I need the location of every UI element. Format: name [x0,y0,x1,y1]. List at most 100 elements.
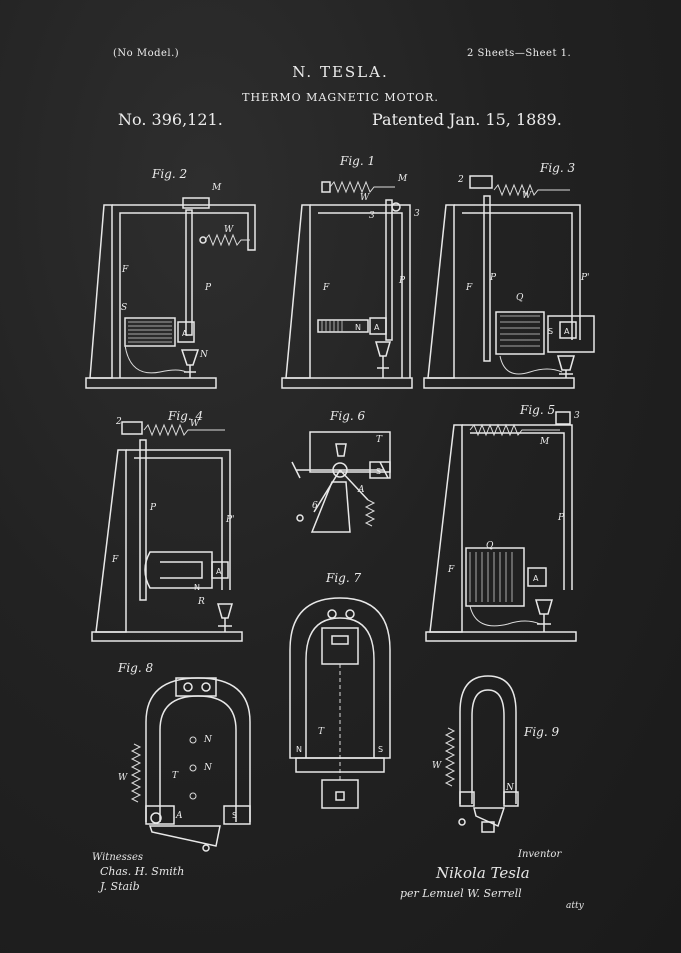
attorney-suffix: atty [566,901,585,911]
fig-1-label: Fig. 1 [339,154,375,168]
fig4-burner [217,603,233,619]
fig2-base [85,377,217,389]
fig1-base [281,377,413,389]
fig-3-label: Fig. 3 [539,161,575,175]
fig-6-label: Fig. 6 [329,409,365,423]
svg-text:3: 3 [574,411,580,421]
svg-text:N: N [203,735,213,745]
svg-text:A: A [182,329,188,338]
fig9-magnet [459,675,517,804]
svg-text:3: 3 [369,211,375,221]
fig3-frame [454,204,581,340]
fig7-burner-mount [321,779,359,809]
svg-text:P': P' [580,273,590,283]
svg-text:S: S [548,327,553,336]
fig9-spring [444,727,456,787]
svg-text:M: M [539,437,550,447]
svg-text:P: P [489,273,497,283]
svg-text:S: S [232,811,237,820]
fig3-base [423,377,575,389]
svg-text:Q: Q [486,541,494,551]
svg-text:P: P [557,513,565,523]
fig3-support [427,204,455,379]
fig5-support [429,424,463,633]
svg-text:N: N [505,783,515,793]
svg-text:M: M [211,183,222,193]
figure-2: Fig. 2 A F P M W N [85,167,256,389]
figure-7: Fig. 7 T N S [289,571,391,809]
figure-3: Fig. 3 A S F P P' Q W 2 [423,161,595,389]
fig5-burner [535,599,553,615]
svg-text:N: N [355,323,361,332]
fig5-spring [469,423,560,437]
fig8-armature [148,825,221,847]
fig4-support [95,449,127,633]
fig1-coil [317,319,369,333]
patent-number: No. 396,121. [118,110,223,129]
fig7-top-block [321,627,359,665]
svg-text:R: R [197,597,205,607]
fig2-support [89,204,113,379]
fig8-spring [130,743,142,803]
fig4-spring [143,423,225,437]
svg-text:A: A [564,327,570,336]
svg-text:T: T [376,435,383,445]
fig8-magnet [145,677,251,822]
svg-text:Q: Q [516,293,524,303]
witnesses-label: Witnesses [92,852,143,863]
svg-text:F: F [121,265,129,275]
figure-5: Fig. 5 A F P Q M 3 [425,403,580,642]
svg-text:F: F [465,283,473,293]
witness-1-signature: Chas. H. Smith [100,865,184,878]
fig1-support [285,204,311,379]
fig2-coil [124,317,176,347]
figure-8: Fig. 8 S T W A N N [117,661,251,852]
svg-text:A: A [533,574,539,583]
fig-2-label: Fig. 2 [151,167,187,181]
svg-text:A: A [374,323,380,332]
attorney-signature: per Lemuel W. Serrell [400,887,522,900]
fig-5-label: Fig. 5 [519,403,555,417]
inventor-signature: Nikola Tesla [435,864,530,882]
svg-text:W: W [522,191,532,201]
fig2-frame [112,204,256,378]
fig2-burner [180,349,200,366]
fig7-base [295,757,385,773]
witness-2-signature: J. Staib [98,880,140,893]
fig6-arms [313,469,369,513]
svg-text:S: S [121,303,127,313]
svg-text:F: F [447,565,455,575]
fig4-frame [126,449,231,590]
fig-4-label: Fig. 4 [167,409,203,423]
svg-text:2: 2 [115,417,122,427]
fig2-spring [204,233,250,247]
fig3-burner [557,355,575,371]
svg-text:N: N [194,583,200,592]
fig1-burner [375,341,391,357]
figure-4: Fig. 4 A N F P P' 2 W R [91,409,243,642]
svg-text:6: 6 [312,501,318,511]
patent-date: Patented Jan. 15, 1889. [372,110,562,129]
svg-text:S: S [376,467,381,476]
svg-text:3: 3 [414,209,420,219]
svg-text:2: 2 [457,175,464,185]
svg-text:W: W [360,193,370,203]
fig-9-label: Fig. 9 [523,725,559,739]
figure-9: Fig. 9 W N [432,675,559,833]
fig3-spring [493,183,570,197]
fig2-pendulum [185,209,193,336]
svg-text:A: A [175,811,183,821]
figure-6: Fig. 6 S T A 6 [291,409,391,533]
svg-text:T: T [318,727,325,737]
no-model-note: (No Model.) [113,48,180,59]
svg-text:N: N [199,350,209,360]
fig-8-label: Fig. 8 [117,661,153,675]
svg-text:T: T [172,771,179,781]
svg-text:A: A [216,567,222,576]
svg-text:F: F [322,283,330,293]
figure-1: Fig. 1 A N F P M W 3 3 [281,154,420,389]
svg-text:P: P [204,283,212,293]
fig2-top-block [182,197,210,209]
